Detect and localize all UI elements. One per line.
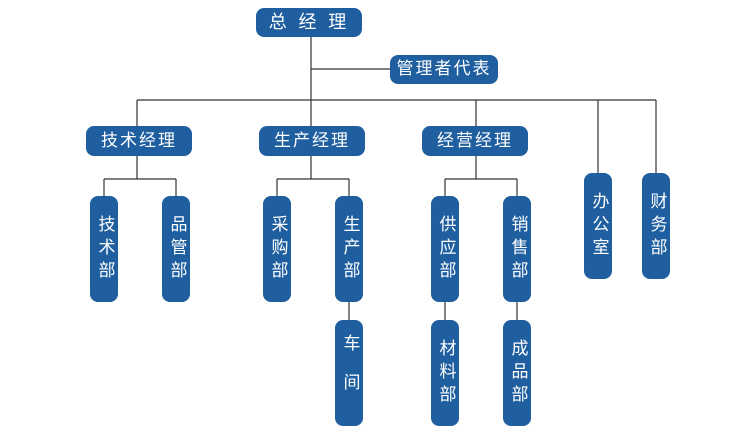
office-box: 办公室 — [584, 173, 612, 279]
production-manager-box: 生产经理 — [259, 126, 365, 156]
quality-dept-box: 品管部 — [162, 196, 190, 302]
finance-dept-box: 财务部 — [642, 173, 670, 279]
tech-dept-box: 技术部 — [90, 196, 118, 302]
workshop-box: 车间 — [335, 320, 363, 426]
production-dept-box: 生产部 — [335, 196, 363, 302]
purchase-dept-box: 采购部 — [263, 196, 291, 302]
business-manager-box: 经营经理 — [422, 126, 528, 156]
finished-goods-dept-box: 成品部 — [503, 320, 531, 426]
management-representative-box: 管理者代表 — [390, 55, 498, 84]
tech-manager-box: 技术经理 — [86, 126, 192, 156]
materials-dept-box: 材料部 — [431, 320, 459, 426]
supply-dept-box: 供应部 — [431, 196, 459, 302]
sales-dept-box: 销售部 — [503, 196, 531, 302]
general-manager-box: 总 经 理 — [256, 8, 362, 37]
